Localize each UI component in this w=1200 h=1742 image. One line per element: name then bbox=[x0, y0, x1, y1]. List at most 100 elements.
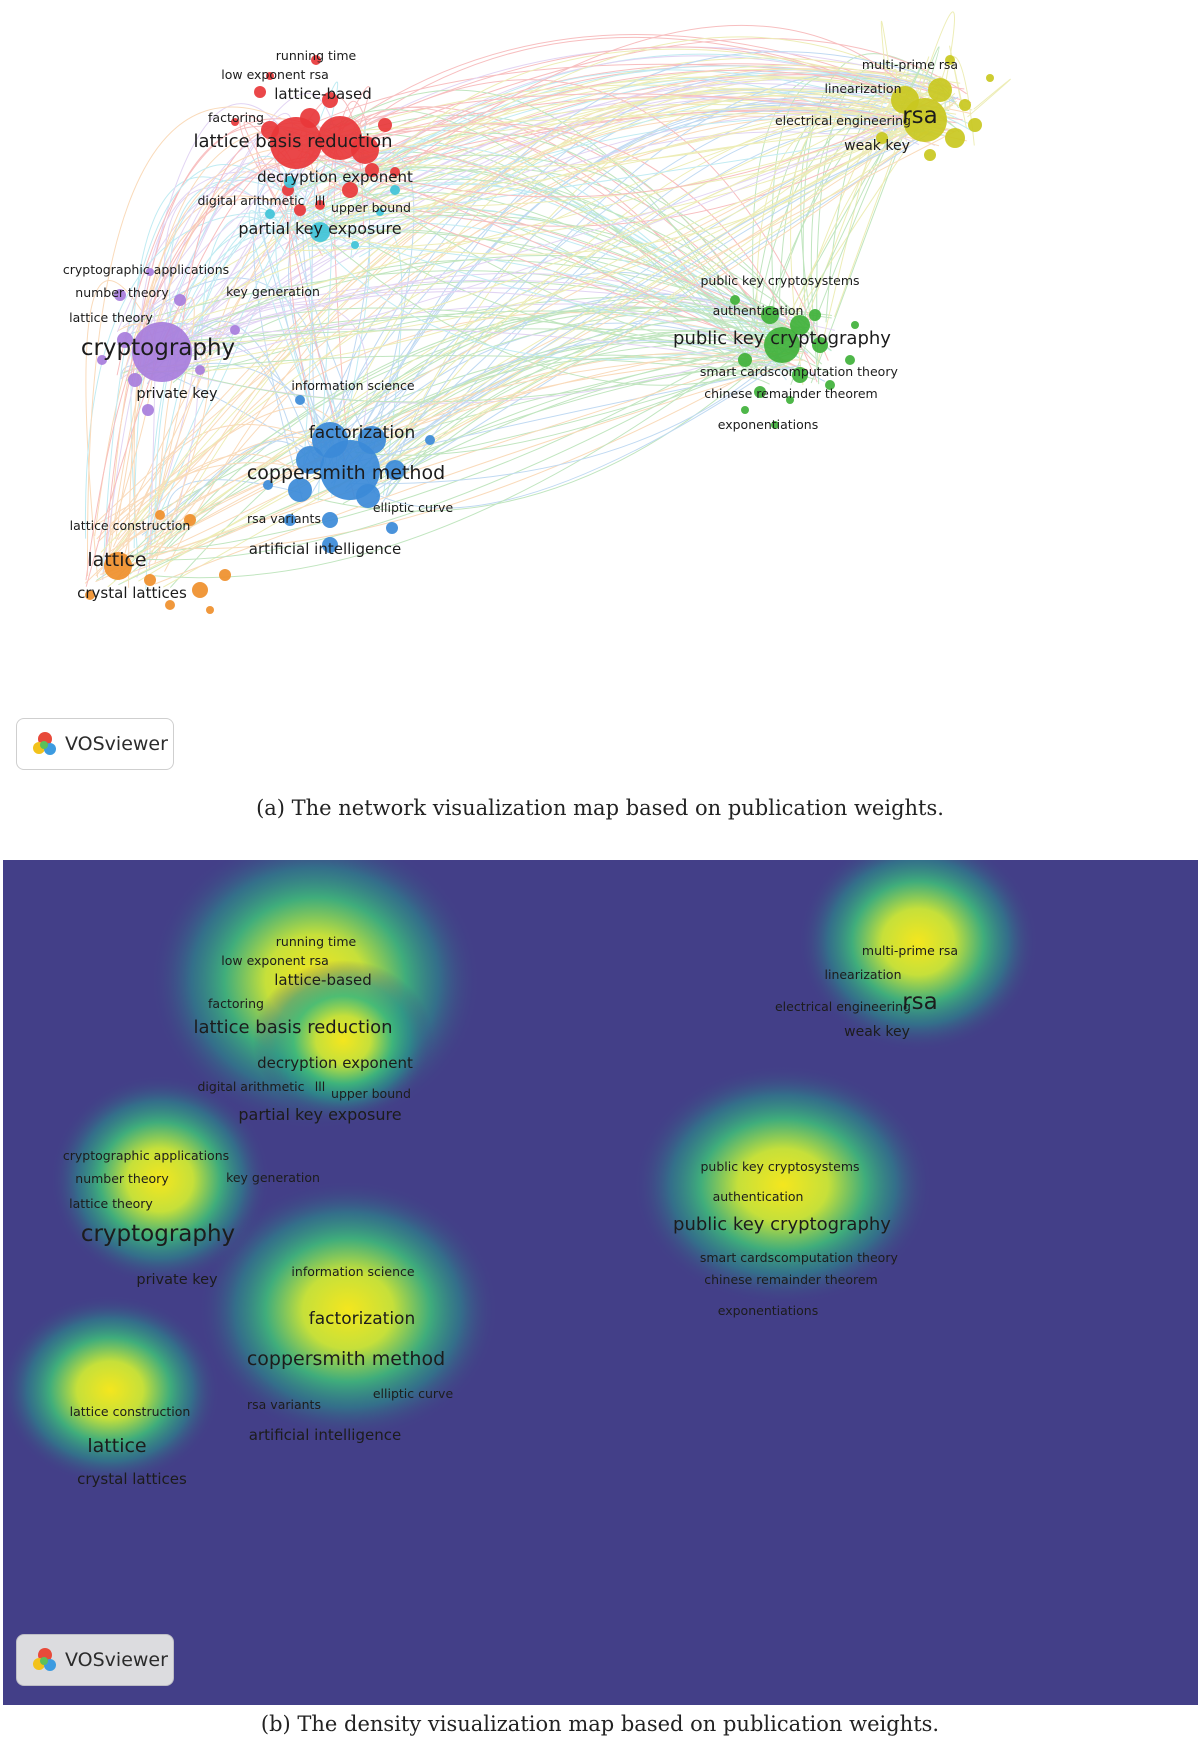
network-edge bbox=[359, 76, 927, 139]
network-edge bbox=[137, 171, 315, 358]
network-node-cyan bbox=[284, 176, 296, 188]
network-edge bbox=[288, 219, 356, 465]
network-edge bbox=[342, 110, 955, 176]
term-label-lattice-basis-reduction: lattice basis reduction bbox=[193, 131, 392, 152]
density-term-label-lll: lll bbox=[315, 1079, 325, 1094]
vosviewer-logo-density: VOSviewer bbox=[16, 1634, 174, 1686]
network-edge bbox=[124, 341, 803, 531]
term-label-exponentiations: exponentiations bbox=[718, 417, 818, 432]
density-term-label-linearization: linearization bbox=[825, 967, 902, 982]
network-edge bbox=[913, 11, 956, 111]
density-blob bbox=[798, 860, 1038, 1052]
network-node-green bbox=[845, 355, 855, 365]
network-edge bbox=[378, 107, 957, 470]
network-edge bbox=[340, 33, 942, 130]
term-label-number-theory: number theory bbox=[75, 285, 169, 300]
term-label-elliptic-curve: elliptic curve bbox=[373, 500, 454, 515]
network-edge bbox=[307, 245, 776, 334]
network-edge bbox=[316, 109, 959, 194]
term-label-factorization: factorization bbox=[309, 423, 415, 443]
density-term-label-rsa-variants: rsa variants bbox=[247, 1397, 321, 1412]
density-term-label-cryptography: cryptography bbox=[81, 1221, 235, 1247]
network-edge bbox=[146, 340, 775, 561]
network-edge bbox=[115, 130, 927, 579]
network-edge bbox=[253, 173, 308, 501]
network-edge bbox=[298, 149, 797, 367]
density-term-label-lattice: lattice bbox=[87, 1435, 146, 1457]
network-edge bbox=[323, 51, 940, 449]
network-edge bbox=[949, 45, 967, 129]
network-edge bbox=[165, 99, 936, 339]
network-edge bbox=[802, 53, 952, 322]
network-edge bbox=[116, 177, 310, 333]
network-node-purple bbox=[117, 332, 133, 348]
network-edge bbox=[294, 144, 768, 361]
network-edge bbox=[778, 86, 918, 326]
network-edge bbox=[386, 353, 798, 498]
density-term-label-artificial-intelligence: artificial intelligence bbox=[249, 1426, 401, 1444]
network-edge bbox=[301, 63, 965, 130]
network-edge bbox=[295, 57, 939, 257]
network-edge bbox=[285, 75, 932, 194]
network-edge bbox=[184, 272, 807, 353]
network-node-orange bbox=[219, 569, 231, 581]
network-edge bbox=[294, 209, 365, 437]
density-term-label-smart-cards: smart cards bbox=[700, 1250, 774, 1265]
network-node-red bbox=[270, 117, 322, 169]
network-edge bbox=[353, 96, 896, 470]
network-edge bbox=[144, 173, 348, 537]
term-label-digital-arithmetic: digital arithmetic bbox=[197, 193, 304, 208]
network-node-blue bbox=[284, 514, 296, 526]
network-edge bbox=[342, 144, 763, 333]
network-edge bbox=[164, 155, 295, 326]
density-term-label-computation-theory: computation theory bbox=[774, 1250, 898, 1265]
density-term-label-lattice-basis-reduction: lattice basis reduction bbox=[193, 1017, 392, 1038]
term-label-partial-key-exposure: partial key exposure bbox=[238, 219, 401, 238]
network-edge bbox=[109, 95, 886, 556]
term-label-computation-theory: computation theory bbox=[774, 364, 898, 379]
network-node-green bbox=[790, 315, 810, 335]
network-edge bbox=[351, 228, 403, 496]
network-edge bbox=[288, 225, 313, 473]
vosviewer-logo-icon bbox=[33, 732, 56, 755]
network-edge bbox=[323, 330, 786, 453]
network-edge bbox=[345, 354, 757, 489]
network-node-red bbox=[300, 108, 320, 128]
density-term-label-exponentiations: exponentiations bbox=[718, 1303, 818, 1318]
network-edge bbox=[112, 184, 360, 548]
network-edge bbox=[967, 78, 1011, 118]
network-edge bbox=[293, 215, 803, 336]
network-edge bbox=[183, 348, 804, 403]
network-edge bbox=[157, 93, 338, 344]
node-layer bbox=[85, 55, 994, 614]
term-label-chinese-remainder-theorem: chinese remainder theorem bbox=[704, 386, 877, 401]
term-label-authentication: authentication bbox=[713, 303, 804, 318]
network-edge bbox=[288, 167, 823, 365]
network-edge bbox=[317, 193, 333, 501]
network-edge bbox=[149, 115, 940, 558]
network-edge bbox=[123, 105, 939, 544]
network-edge bbox=[164, 70, 949, 572]
network-edge bbox=[304, 151, 782, 352]
network-edge bbox=[257, 168, 337, 473]
network-edge bbox=[333, 130, 929, 222]
network-edge bbox=[140, 73, 945, 373]
network-node-cyan bbox=[351, 241, 359, 249]
network-edge bbox=[163, 187, 277, 367]
network-edge bbox=[84, 436, 317, 584]
network-edge bbox=[297, 93, 942, 138]
density-blob bbox=[633, 1065, 933, 1305]
network-edge bbox=[96, 333, 799, 581]
network-edge bbox=[342, 370, 770, 505]
network-edge bbox=[385, 271, 784, 497]
network-edge bbox=[816, 68, 898, 365]
network-edge bbox=[366, 97, 938, 182]
network-edge bbox=[319, 112, 941, 134]
network-edge bbox=[341, 64, 948, 195]
network-edge bbox=[165, 116, 926, 342]
network-edge bbox=[288, 211, 790, 336]
density-term-label-authentication: authentication bbox=[713, 1189, 804, 1204]
network-edge bbox=[183, 68, 961, 338]
